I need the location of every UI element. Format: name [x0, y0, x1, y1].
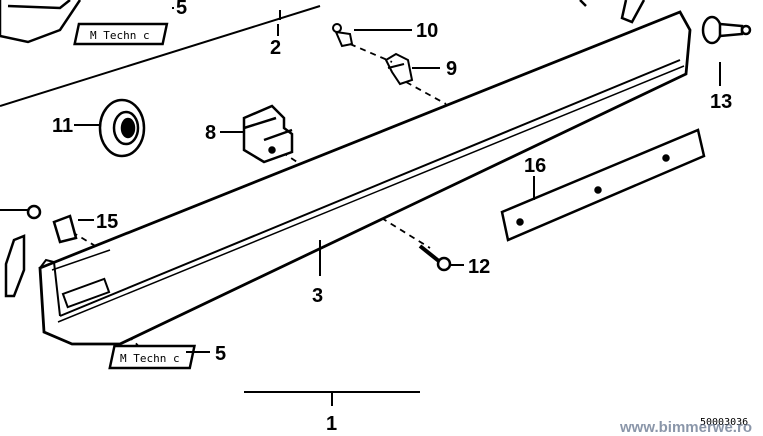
screw-part-12 [418, 244, 452, 272]
clip-part-10 [332, 23, 354, 48]
grommet-part-11 [98, 98, 146, 158]
badge-bottom: M Techn c [108, 344, 196, 370]
callout-16: 16 [524, 155, 546, 177]
callout-3: 3 [312, 285, 323, 307]
badge-bottom-text: M Techn c [120, 352, 180, 365]
callout-10: 10 [416, 20, 438, 42]
strip-part-16 [500, 128, 706, 242]
left-edge-fragment [4, 234, 26, 298]
clip-part-9 [384, 52, 414, 86]
callout-8: 8 [205, 122, 216, 144]
fender-fragment [0, 0, 82, 44]
diagram-id: 50003036 [700, 417, 748, 428]
callout-11: 11 [52, 115, 73, 137]
watermark: www.bimmerwe.ro [619, 419, 752, 436]
callout-15: 15 [96, 211, 118, 233]
trim-strip-line [0, 5, 321, 107]
callout-9: 9 [446, 58, 457, 80]
callout-5-bottom: 5 [215, 343, 226, 365]
top-right-fragments [579, 0, 646, 24]
bracket-part-8 [242, 104, 294, 164]
badge-top-text: M Techn c [90, 29, 150, 42]
callout-1: 1 [326, 413, 337, 435]
callout-5-top: 5 [176, 0, 187, 19]
callout-2: 2 [270, 37, 281, 59]
callout-13: 13 [710, 91, 732, 113]
callout-12: 12 [468, 256, 490, 278]
clip-part-15 [26, 204, 78, 244]
side-skirt-part-3 [38, 10, 692, 346]
rivet-part-13 [701, 15, 752, 45]
badge-top: M Techn c [73, 22, 169, 46]
